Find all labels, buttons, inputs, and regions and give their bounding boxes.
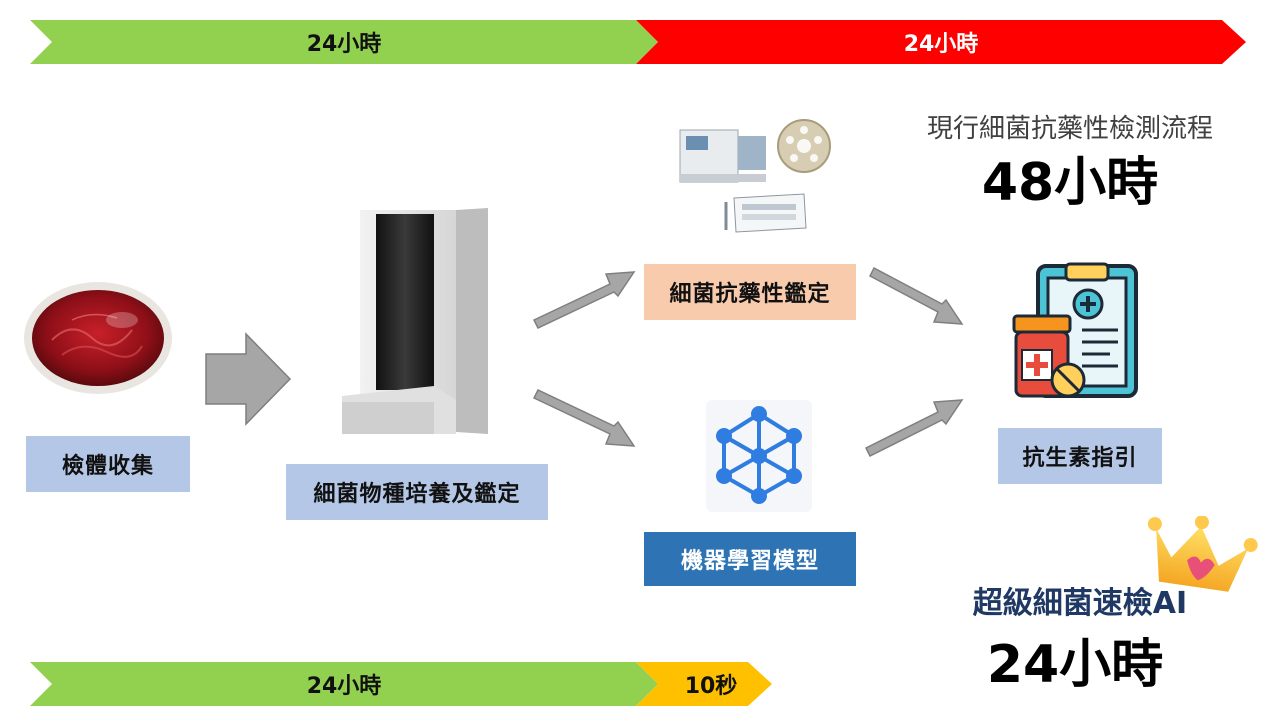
timeline-top-green-segment <box>30 20 658 64</box>
timeline-bottom: 24小時 10秒 <box>30 662 772 706</box>
step-ast-identification: 細菌抗藥性鑑定 <box>644 264 856 320</box>
timeline-top-left-label: 24小時 <box>306 32 382 57</box>
petri-dish-icon <box>22 280 174 396</box>
analyzer-machine-icon <box>338 206 494 438</box>
lab-equipment-icon <box>676 118 838 236</box>
arrow-specimen-to-culture <box>204 332 292 426</box>
step-specimen-collection: 檢體收集 <box>26 436 190 492</box>
arrow-ml-to-antibiotic <box>860 390 966 462</box>
crown-icon <box>1138 516 1258 596</box>
step-ml-model: 機器學習模型 <box>644 532 856 586</box>
timeline-top-shapes <box>30 20 1246 64</box>
step-antibiotic-guidance: 抗生素指引 <box>998 428 1162 484</box>
timeline-bottom-right-label: 10秒 <box>684 674 738 699</box>
current-process-time: 48小時 <box>981 153 1159 213</box>
arrow-ast-to-antibiotic <box>864 262 966 334</box>
timeline-bottom-left-label: 24小時 <box>306 674 382 699</box>
timeline-top-red-segment <box>636 20 1246 64</box>
timeline-top: 24小時 24小時 <box>30 20 1246 64</box>
timeline-bottom-green-segment <box>30 662 658 706</box>
arrow-culture-to-ast <box>528 262 638 334</box>
current-process-caption: 現行細菌抗藥性檢測流程 <box>926 114 1213 144</box>
arrow-culture-to-ml <box>528 384 638 456</box>
timeline-bottom-shapes <box>30 662 772 706</box>
ai-caption: 超級細菌速檢AI <box>972 586 1188 621</box>
timeline-bottom-yellow-segment <box>636 662 772 706</box>
prescription-clipboard-icon <box>1010 262 1142 400</box>
step-culture-identification: 細菌物種培養及鑑定 <box>286 464 548 520</box>
timeline-top-right-label: 24小時 <box>903 32 979 57</box>
neural-network-icon <box>706 400 812 512</box>
ai-time: 24小時 <box>986 635 1164 695</box>
